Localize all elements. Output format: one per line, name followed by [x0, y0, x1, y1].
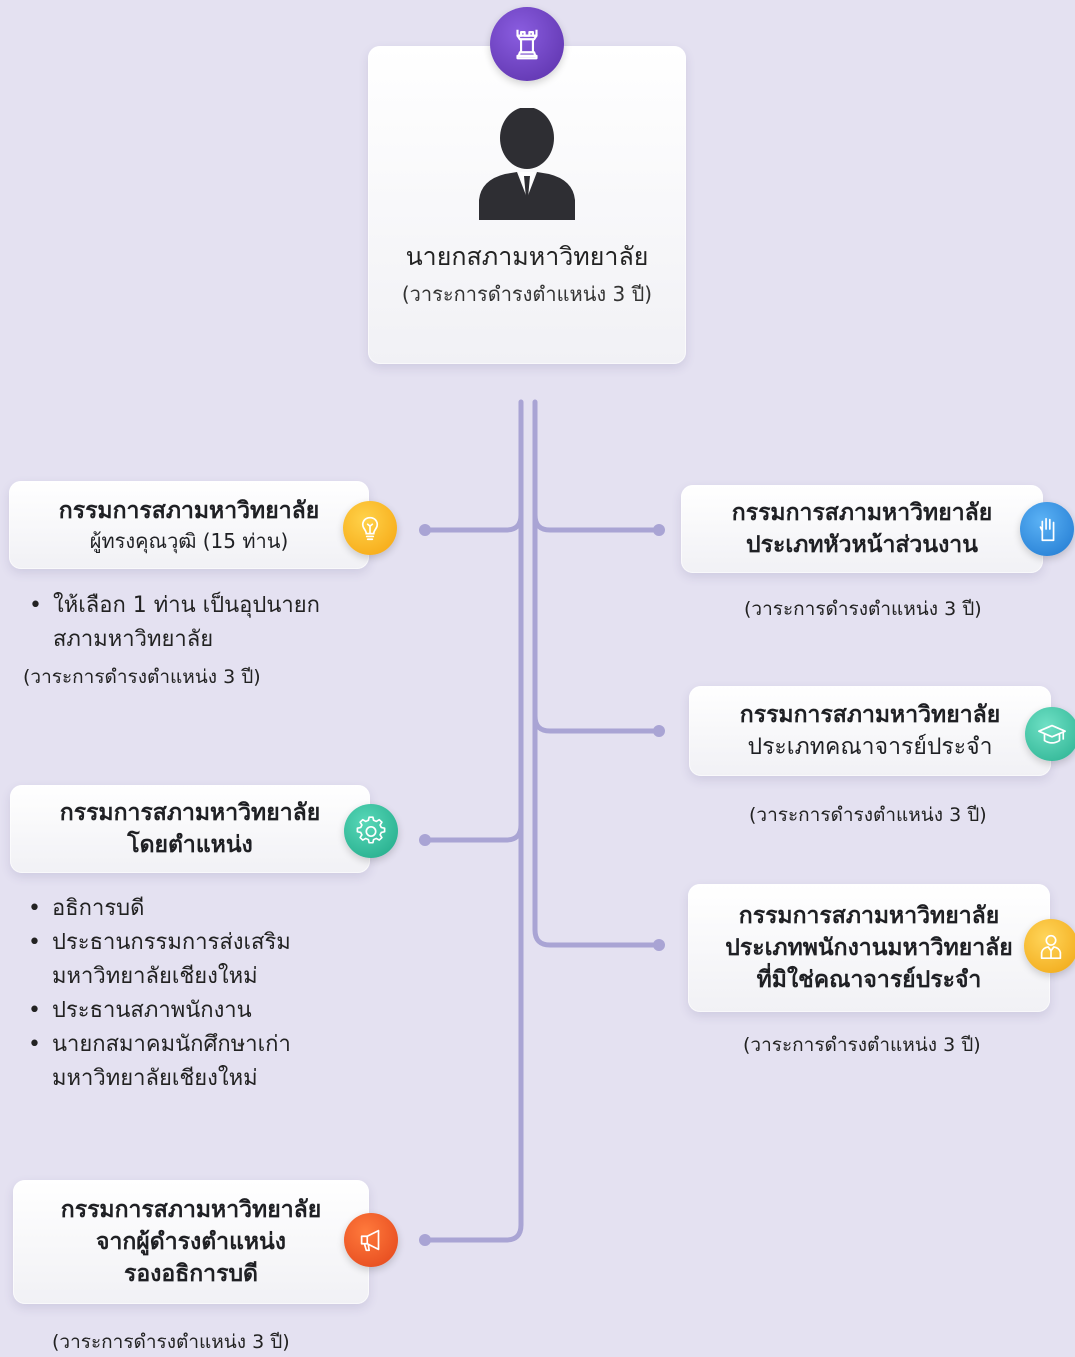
academic-staff-title-line-2: ประเภทคณาจารย์ประจำ: [747, 734, 993, 760]
head-of-unit-title-line-1: กรรมการสภามหาวิทยาลัย: [731, 500, 993, 526]
qualified-members-title: กรรมการสภามหาวิทยาลัย: [58, 498, 320, 524]
qualified-members-term: (วาระการดำรงตำแหน่ง 3 ปี): [23, 666, 261, 688]
qualified-members-subtitle: ผู้ทรงคุณวุฒิ (15 ท่าน): [89, 529, 289, 553]
person-silhouette-icon: [479, 108, 575, 220]
list-item: อธิการบดี: [26, 892, 336, 926]
support-staff-term: (วาระการดำรงตำแหน่ง 3 ปี): [743, 1034, 981, 1056]
support-staff-title-line-3: ที่มิใช่คณาจารย์ประจำ: [756, 967, 982, 993]
lightbulb-icon: [343, 501, 397, 555]
vice-president-members-card: กรรมการสภามหาวิทยาลัย จากผู้ดำรงตำแหน่ง …: [13, 1180, 369, 1304]
qualified-members-card: กรรมการสภามหาวิทยาลัย ผู้ทรงคุณวุฒิ (15 …: [9, 481, 369, 569]
support-staff-title-line-2: ประเภทพนักงานมหาวิทยาลัย: [725, 935, 1013, 961]
raised-hand-icon: [1020, 502, 1074, 556]
head-of-unit-members-card: กรรมการสภามหาวิทยาลัย ประเภทหัวหน้าส่วนง…: [681, 485, 1043, 573]
list-item: ประธานกรรมการส่งเสริม มหาวิทยาลัยเชียงให…: [26, 926, 336, 994]
head-of-unit-title-line-2: ประเภทหัวหน้าส่วนงาน: [746, 532, 978, 558]
vice-president-term: (วาระการดำรงตำแหน่ง 3 ปี): [52, 1331, 290, 1353]
support-staff-title-line-1: กรรมการสภามหาวิทยาลัย: [738, 903, 1000, 929]
chancellor-term: (วาระการดำรงตำแหน่ง 3 ปี): [401, 282, 653, 306]
vice-president-title-line-3: รองอธิการบดี: [124, 1261, 258, 1287]
list-item: นายกสมาคมนักศึกษาเก่า มหาวิทยาลัยเชียงให…: [26, 1028, 336, 1096]
employee-icon: [1024, 919, 1075, 973]
academic-staff-title-line-1: กรรมการสภามหาวิทยาลัย: [739, 702, 1001, 728]
head-of-unit-term: (วาระการดำรงตำแหน่ง 3 ปี): [744, 598, 982, 620]
graduation-cap-icon: [1025, 707, 1075, 761]
academic-staff-members-card: กรรมการสภามหาวิทยาลัย ประเภทคณาจารย์ประจ…: [689, 686, 1051, 776]
list-item: ให้เลือก 1 ท่าน เป็นอุปนายก สภามหาวิทยาล…: [27, 589, 367, 657]
academic-staff-term: (วาระการดำรงตำแหน่ง 3 ปี): [749, 804, 987, 826]
chancellor-card: นายกสภามหาวิทยาลัย (วาระการดำรงตำแหน่ง 3…: [368, 46, 686, 364]
ex-officio-title-line-1: กรรมการสภามหาวิทยาลัย: [59, 800, 321, 826]
ex-officio-members-card: กรรมการสภามหาวิทยาลัย โดยตำแหน่ง: [10, 785, 370, 873]
gear-icon: [344, 804, 398, 858]
chancellor-title: นายกสภามหาวิทยาลัย: [405, 242, 649, 271]
vice-president-title-line-2: จากผู้ดำรงตำแหน่ง: [95, 1229, 287, 1255]
list-item: ประธานสภาพนักงาน: [26, 994, 336, 1028]
ex-officio-title-line-2: โดยตำแหน่ง: [127, 832, 253, 858]
support-staff-members-card: กรรมการสภามหาวิทยาลัย ประเภทพนักงานมหาวิ…: [688, 884, 1050, 1012]
megaphone-icon: [344, 1213, 398, 1267]
chess-rook-icon: [490, 7, 564, 81]
vice-president-title-line-1: กรรมการสภามหาวิทยาลัย: [60, 1197, 322, 1223]
ex-officio-bullets: อธิการบดี ประธานกรรมการส่งเสริม มหาวิทยา…: [26, 892, 336, 1096]
qualified-members-bullets: ให้เลือก 1 ท่าน เป็นอุปนายก สภามหาวิทยาล…: [27, 589, 367, 657]
